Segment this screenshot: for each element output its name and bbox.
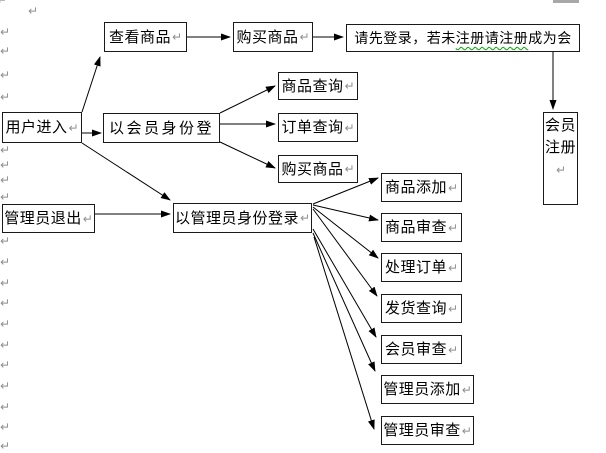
box-label: 购买商品 — [236, 28, 299, 46]
box-label: 会员审查 — [384, 341, 447, 358]
paragraph-mark: ↵ — [171, 30, 183, 44]
arrow-adminlogin-to-orderprocess — [312, 206, 379, 259]
paragraph-mark: ↵ — [82, 211, 93, 226]
login-prompt-post: 成为会 — [528, 30, 572, 46]
paragraph-mark: ↵ — [0, 420, 11, 434]
paragraph-mark: ↵ — [0, 68, 11, 82]
flow-box-admin-login: 以管理员身份登录↵ — [173, 203, 312, 233]
paragraph-mark: ↵ — [0, 44, 11, 58]
flow-box-member-register: 会员注册 ↵ — [543, 112, 578, 205]
arrow-adminlogin-to-adminreview — [313, 236, 375, 430]
paragraph-mark: ↵ — [0, 25, 11, 39]
paragraph-mark: ↵ — [344, 162, 355, 176]
box-label: 查看商品 — [108, 28, 171, 46]
flow-box-product-add: 商品添加↵ — [381, 173, 462, 202]
paragraph-mark: ↵ — [0, 0, 8, 7]
box-label: 以会员身份登 — [108, 119, 214, 137]
paragraph-mark: ↵ — [344, 120, 355, 135]
flow-box-product-review: 商品审查↵ — [381, 213, 462, 242]
flow-box-buy-products-top: 购买商品↵ — [233, 22, 313, 52]
flow-box-shipping-query: 发货查询↵ — [381, 294, 462, 323]
paragraph-mark: ↵ — [0, 90, 11, 104]
login-prompt-misspelled: 注册请注册 — [455, 30, 529, 46]
box-label: 商品审查 — [384, 219, 447, 236]
box-label: 管理员退出 — [4, 210, 82, 227]
paragraph-mark: ↵ — [0, 317, 11, 331]
paragraph-mark: ↵ — [0, 379, 11, 393]
paragraph-mark: ↵ — [461, 423, 472, 438]
box-label: 管理员审查 — [383, 422, 461, 439]
paragraph-mark: ↵ — [0, 296, 11, 310]
scrollbar-fragment[interactable] — [553, 0, 579, 3]
paragraph-mark: ↵ — [0, 158, 11, 172]
box-label: 处理订单 — [384, 259, 447, 276]
flow-box-user-enter: 用户进入↵ — [2, 112, 82, 143]
paragraph-mark: ↵ — [0, 276, 11, 290]
arrow-adminlogin-to-productreview — [312, 204, 379, 222]
box-label: 商品添加 — [384, 179, 447, 196]
arrow-adminlogin-to-productadd — [312, 177, 379, 205]
box-label: 会员注册 — [544, 117, 576, 156]
paragraph-mark: ↵ — [344, 79, 355, 93]
flow-box-admin-review: 管理员审查↵ — [381, 416, 474, 445]
flow-box-member-review: 会员审查↵ — [381, 335, 462, 364]
arrow-memberlogin-to-buyproducts — [219, 141, 276, 169]
paragraph-mark: ↵ — [447, 260, 459, 275]
box-label: 发货查询 — [384, 300, 447, 317]
paragraph-mark: ↵ — [447, 342, 459, 357]
flow-box-buy-products-member: 购买商品↵ — [278, 155, 358, 183]
paragraph-mark: ↵ — [0, 439, 11, 453]
paragraph-mark: ↵ — [447, 180, 459, 195]
paragraph-mark: ↵ — [447, 301, 459, 316]
box-label: 管理员添加 — [383, 381, 461, 398]
flow-box-login-prompt: 请先登录，若未注册请注册成为会 — [346, 24, 580, 52]
paragraph-mark: ↵ — [0, 190, 11, 204]
paragraph-mark: ↵ — [299, 211, 311, 225]
arrow-adminlogin-to-memberreview — [312, 228, 377, 338]
paragraph-mark: ↵ — [28, 4, 39, 18]
box-label: 商品查询 — [281, 77, 344, 95]
paragraph-mark: ↵ — [0, 173, 11, 187]
box-label: 购买商品 — [281, 160, 344, 178]
paragraph-mark: ↵ — [555, 163, 567, 177]
box-label: 请先登录，若未注册请注册成为会 — [354, 31, 572, 45]
flow-box-order-process: 处理订单↵ — [381, 253, 462, 282]
paragraph-mark: ↵ — [0, 234, 11, 248]
paragraph-mark: ↵ — [447, 220, 459, 235]
arrow-user-to-adminlogin — [81, 142, 171, 201]
box-label: 用户进入 — [5, 119, 68, 136]
paragraph-mark: ↵ — [0, 358, 11, 372]
login-prompt-pre: 请先登录，若未 — [354, 30, 456, 46]
paragraph-mark: ↵ — [0, 143, 11, 157]
arrow-adminlogin-to-shippingquery — [312, 208, 378, 297]
paragraph-mark: ↵ — [0, 255, 11, 269]
flow-box-product-query: 商品查询↵ — [278, 72, 358, 100]
flow-box-admin-exit: 管理员退出↵ — [2, 204, 95, 233]
flow-box-member-login: 以会员身份登 — [103, 113, 220, 143]
arrow-user-to-view — [81, 56, 101, 113]
arrow-memberlogin-to-productquery — [219, 85, 276, 114]
paragraph-mark: ↵ — [0, 400, 11, 414]
flow-box-view-products: 查看商品↵ — [104, 22, 187, 52]
paragraph-mark: ↵ — [461, 382, 472, 397]
flow-box-order-query: 订单查询↵ — [278, 113, 358, 142]
paragraph-mark: ↵ — [299, 30, 310, 44]
arrow-adminlogin-to-adminadd — [312, 232, 376, 372]
box-label: 以管理员身份登录 — [174, 209, 299, 227]
paragraph-mark: ↵ — [68, 120, 79, 135]
paragraph-mark: ↵ — [0, 338, 11, 352]
flow-box-admin-add: 管理员添加↵ — [381, 375, 474, 404]
box-label: 订单查询 — [281, 119, 344, 136]
